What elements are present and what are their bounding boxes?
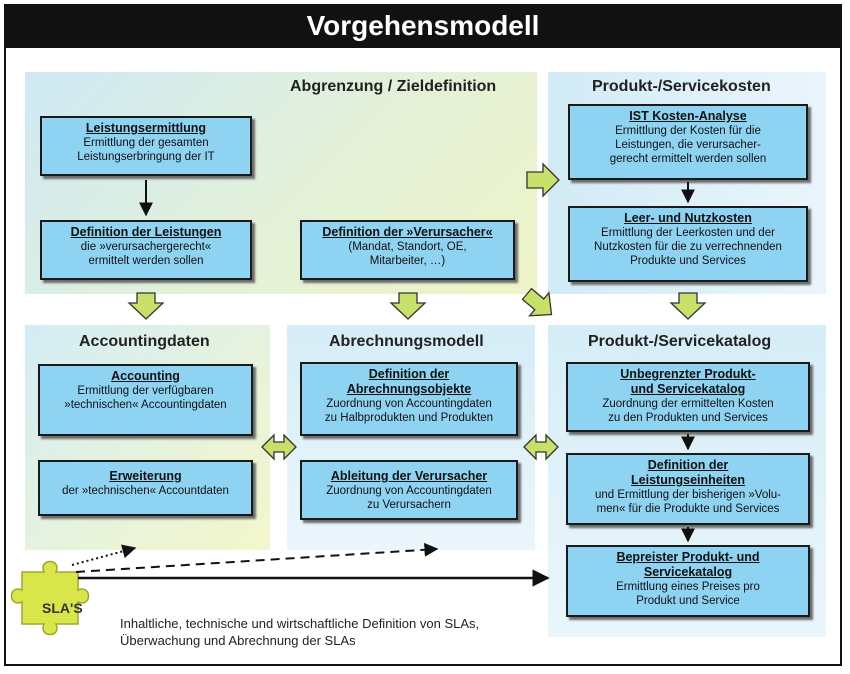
region-abgrenzung-title: Abgrenzung / Zieldefinition: [290, 78, 497, 95]
green-double-arrow-left: [261, 433, 297, 461]
box-desc: Zuordnung von Accountingdaten zu Halbpro…: [324, 398, 494, 424]
green-arrow-right-kosten: [526, 162, 560, 198]
box-title: Bepreister Produkt- und Servicekatalog: [616, 550, 760, 579]
box-ableitung: Ableitung der Verursacher Zuordnung von …: [300, 460, 518, 520]
box-title: Leistungsermittlung: [85, 121, 207, 135]
box-title: Accounting: [111, 369, 180, 383]
box-title: Ableitung der Verursacher: [330, 469, 488, 483]
diagram-title: Vorgehensmodell: [4, 4, 842, 48]
box-desc: Ermittlung der Kosten für die Leistungen…: [609, 125, 767, 165]
green-arrow-down-abrechnung: [389, 292, 427, 320]
box-desc: Zuordnung von Accountingdaten zu Verursa…: [326, 485, 492, 511]
box-title: Definition der Leistungen: [70, 225, 222, 239]
sla-label: SLA'S: [42, 600, 83, 616]
arrow-sla-dotted: [71, 544, 137, 566]
box-accounting: Accounting Ermittlung der verfügbaren »t…: [38, 364, 253, 436]
box-leistungseinheiten: Definition der Leistungseinheiten und Er…: [566, 453, 810, 525]
box-title: Definition der »Verursacher«: [322, 225, 493, 239]
arrow-sla-dashed: [75, 542, 439, 573]
box-title: Definition der Abrechnungsobjekte: [346, 367, 472, 396]
region-abrechnungsmodell-title: Abrechnungsmodell: [329, 333, 484, 350]
box-definition-verursacher: Definition der »Verursacher« (Mandat, St…: [300, 220, 515, 280]
box-desc: Ermittlung der verfügbaren »technischen«…: [64, 385, 227, 411]
box-desc: Zuordnung der ermittelten Kosten zu den …: [602, 398, 774, 424]
box-unbegrenzter-katalog: Unbegrenzter Produkt- und Servicekatalog…: [566, 362, 810, 432]
box-bepreister-katalog: Bepreister Produkt- und Servicekatalog E…: [566, 545, 810, 617]
region-produktkosten-title: Produkt-/Servicekosten: [592, 78, 771, 95]
sla-description: Inhaltliche, technische und wirtschaftli…: [120, 616, 480, 648]
box-leistungsermittlung: Leistungsermittlung Ermittlung der gesam…: [40, 116, 252, 176]
box-desc: Ermittlung der Leerkosten und der Nutzko…: [594, 227, 782, 267]
green-arrow-down-accounting: [127, 292, 165, 320]
puzzle-icon: [10, 560, 90, 636]
box-title: Erweiterung: [109, 469, 182, 483]
box-ist-kosten: IST Kosten-Analyse Ermittlung der Kosten…: [568, 104, 808, 180]
box-title: IST Kosten-Analyse: [629, 109, 747, 123]
box-desc: (Mandat, Standort, OE, Mitarbeiter, …): [348, 241, 467, 267]
box-desc: Ermittlung eines Preises pro Produkt und…: [616, 581, 760, 607]
region-accountingdaten-title: Accountingdaten: [79, 333, 210, 350]
box-definition-leistungen: Definition der Leistungen die »verursach…: [40, 220, 252, 280]
box-erweiterung: Erweiterung der »technischen« Accountdat…: [38, 460, 253, 516]
box-desc: die »verursachergerecht« ermittelt werde…: [80, 241, 212, 267]
region-katalog-title: Produkt-/Servicekatalog: [588, 333, 772, 350]
green-double-arrow-right: [523, 433, 559, 461]
green-arrow-diagonal: [521, 287, 553, 317]
box-title: Leer- und Nutzkosten: [624, 211, 752, 225]
box-title: Unbegrenzter Produkt- und Servicekatalog: [620, 367, 756, 396]
box-leer-nutzkosten: Leer- und Nutzkosten Ermittlung der Leer…: [568, 206, 808, 282]
green-arrow-down-katalog: [669, 292, 707, 320]
box-desc: und Ermittlung der bisherigen »Volu- men…: [594, 489, 782, 515]
box-desc: der »technischen« Accountdaten: [62, 485, 229, 497]
box-title: Definition der Leistungseinheiten: [631, 458, 745, 487]
box-desc: Ermittlung der gesamten Leistungserbring…: [77, 137, 215, 163]
box-abrechnungsobjekte: Definition der Abrechnungsobjekte Zuordn…: [300, 362, 518, 436]
